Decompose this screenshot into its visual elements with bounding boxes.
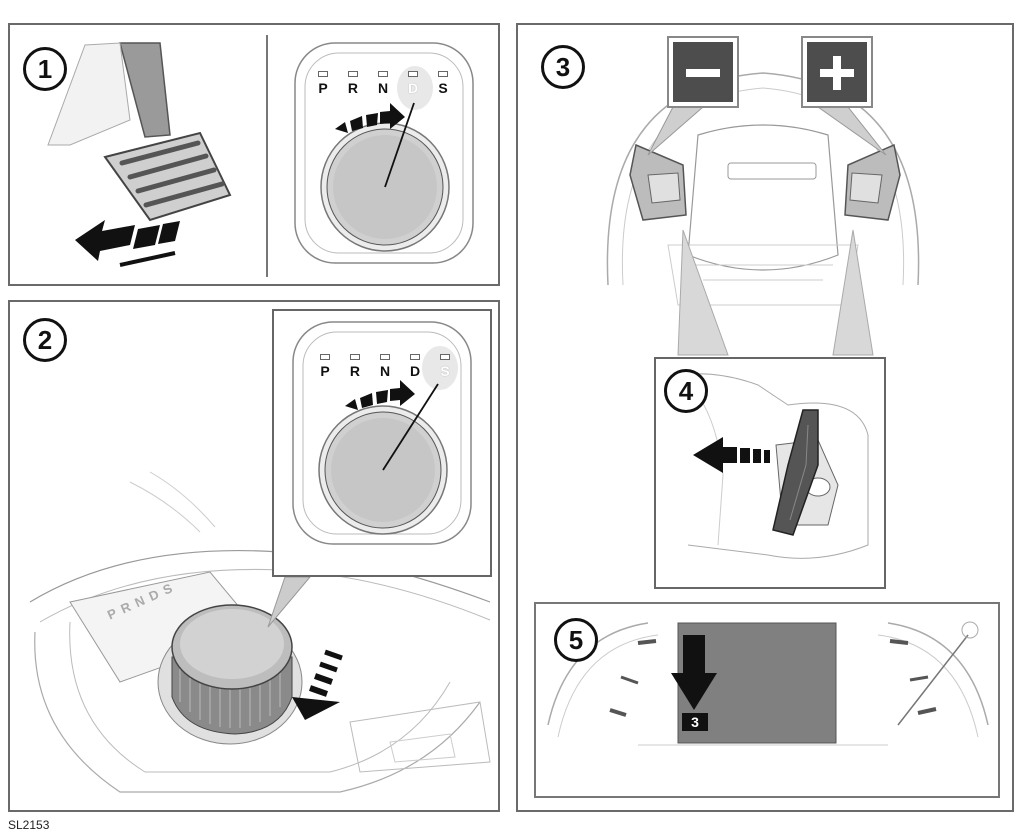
left-paddle [629,143,687,221]
right-paddle [844,143,901,221]
selector-position-r: R [348,71,358,96]
panel-1: 1 P R N D S [8,23,500,286]
selector-position-d-selected: D [408,71,418,96]
gear-indicator-number: 3 [691,714,699,730]
selector-position-row-2: P R N D S [320,354,450,379]
selector-position-s-selected: S [440,354,450,379]
gear-selector-top-2 [292,321,472,545]
paddle-plus-key [801,36,873,108]
selector-position-n: N [378,71,388,96]
paddle-closeup [677,373,869,559]
console-illustration [29,309,492,793]
step-badge-3: 3 [541,45,585,89]
selector-position-p: P [320,354,330,379]
console-rotary-knob [157,604,303,745]
selector-position-s: S [438,71,448,96]
gear-indicator-box [682,713,708,731]
pull-paddle-arrow [693,437,770,473]
steering-wheel-illustration [534,36,1000,798]
selector-position-row-1: P R N D S [318,71,448,96]
panel-2: 2 P R N D S P R N D S [8,300,500,812]
brake-pedal-illustration [47,35,474,277]
selector-position-p: P [318,71,328,96]
panel-3: 3 4 5 3 [516,23,1014,812]
selector-position-d: D [410,354,420,379]
knob-down-arrow [292,649,343,720]
step-badge-5: 5 [554,618,598,662]
brake-pedal [103,131,232,222]
step-badge-2: 2 [23,318,67,362]
step-badge-1: 1 [23,47,67,91]
step-badge-4: 4 [664,369,708,413]
figure-code: SL2153 [8,818,50,832]
selector-position-r: R [350,354,360,379]
paddle-minus-key [667,36,739,108]
selector-position-n: N [380,354,390,379]
press-arrow [75,220,180,267]
gear-down-arrow [671,635,717,710]
gear-selector-top-1 [294,42,474,264]
